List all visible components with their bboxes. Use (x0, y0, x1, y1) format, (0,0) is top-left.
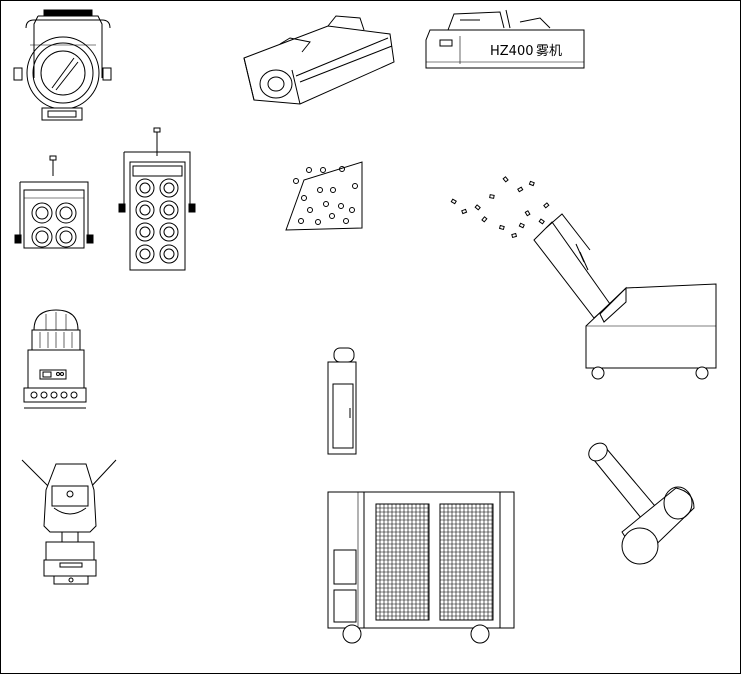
fresnel-spotlight-icon (13, 9, 112, 121)
left-grille (375, 503, 430, 621)
beam-moving-head-icon (21, 459, 117, 585)
fog-machine-name-label: 雾机 (536, 44, 562, 59)
hazer-cabinet-icon (327, 491, 515, 644)
fog-machine-model-label: HZ400 (490, 44, 534, 59)
fog-machine-hz400-icon: HZ400 雾机 (425, 9, 585, 69)
moving-head-light-icon (23, 309, 87, 409)
fog-fluid-bottle-icon (327, 347, 357, 455)
fog-machine-angled-icon (243, 15, 395, 105)
four-lens-blinder-icon (14, 155, 94, 249)
eight-lens-blinder-icon (118, 127, 196, 271)
confetti-cannon-machine-icon (450, 176, 717, 380)
roller-cannon-icon (588, 442, 695, 565)
bubble-panel-icon (285, 161, 363, 231)
right-grille (439, 503, 494, 621)
